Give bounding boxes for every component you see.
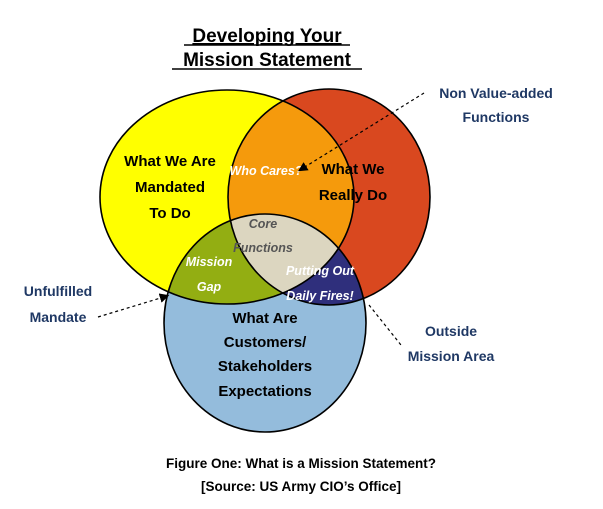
callout-unfulfilled-mandate-arrow bbox=[97, 293, 170, 318]
caption-line-1: Figure One: What is a Mission Statement? bbox=[166, 456, 436, 471]
label-really-do-line: Really Do bbox=[319, 187, 387, 204]
region-core-functions bbox=[228, 214, 354, 304]
callout-non-value-added-line: Non Value-added bbox=[439, 85, 553, 101]
label-customers-line: Expectations bbox=[218, 383, 311, 400]
label-mission-gap-line: Gap bbox=[197, 280, 222, 294]
label-mandated-line: To Do bbox=[149, 205, 190, 222]
label-putting-out-fires: Putting Out Daily Fires! bbox=[286, 264, 355, 303]
label-really-do-line: What We bbox=[321, 161, 384, 178]
label-customers-line: Stakeholders bbox=[218, 358, 312, 375]
callout-non-value-added: Non Value-added Functions bbox=[439, 85, 553, 125]
label-putting-out-fires-line: Putting Out bbox=[286, 264, 355, 278]
label-core-functions: Core Functions bbox=[233, 217, 293, 255]
callout-non-value-added-line: Functions bbox=[463, 109, 530, 125]
label-mission-gap-line: Mission bbox=[186, 255, 233, 269]
callout-unfulfilled-mandate: Unfulfilled Mandate bbox=[24, 283, 92, 325]
label-mandated: What We Are Mandated To Do bbox=[124, 153, 216, 222]
caption-line-2: [Source: US Army CIO’s Office] bbox=[201, 479, 401, 494]
label-core-functions-line: Functions bbox=[233, 241, 293, 255]
label-mandated-line: What We Are bbox=[124, 153, 216, 170]
title-line-1: Developing Your bbox=[192, 26, 342, 47]
label-customers-line: What Are bbox=[232, 310, 297, 327]
label-mandated-line: Mandated bbox=[135, 179, 205, 196]
callout-outside-mission-area-leader bbox=[368, 304, 402, 346]
label-mission-gap: Mission Gap bbox=[186, 255, 233, 294]
label-really-do: What We Really Do bbox=[319, 161, 387, 204]
label-customers-line: Customers/ bbox=[224, 334, 307, 351]
callout-outside-mission-area-line: Mission Area bbox=[408, 348, 495, 364]
callout-unfulfilled-mandate-line: Unfulfilled bbox=[24, 283, 92, 299]
outline-really-do bbox=[227, 88, 431, 306]
label-putting-out-fires-line: Daily Fires! bbox=[286, 289, 353, 303]
label-who-cares: Who Cares? bbox=[230, 164, 303, 178]
callout-non-value-added-arrow bbox=[297, 92, 425, 172]
callout-unfulfilled-mandate-line: Mandate bbox=[30, 309, 87, 325]
outline-customers bbox=[163, 213, 367, 433]
callout-outside-mission-area-line: Outside bbox=[425, 323, 477, 339]
label-customers: What Are Customers/ Stakeholders Expecta… bbox=[218, 310, 312, 400]
outline-mandated bbox=[99, 89, 355, 305]
title-line-2: Mission Statement bbox=[183, 50, 352, 71]
callout-outside-mission-area: Outside Mission Area bbox=[408, 323, 495, 364]
label-core-functions-line: Core bbox=[249, 217, 278, 231]
